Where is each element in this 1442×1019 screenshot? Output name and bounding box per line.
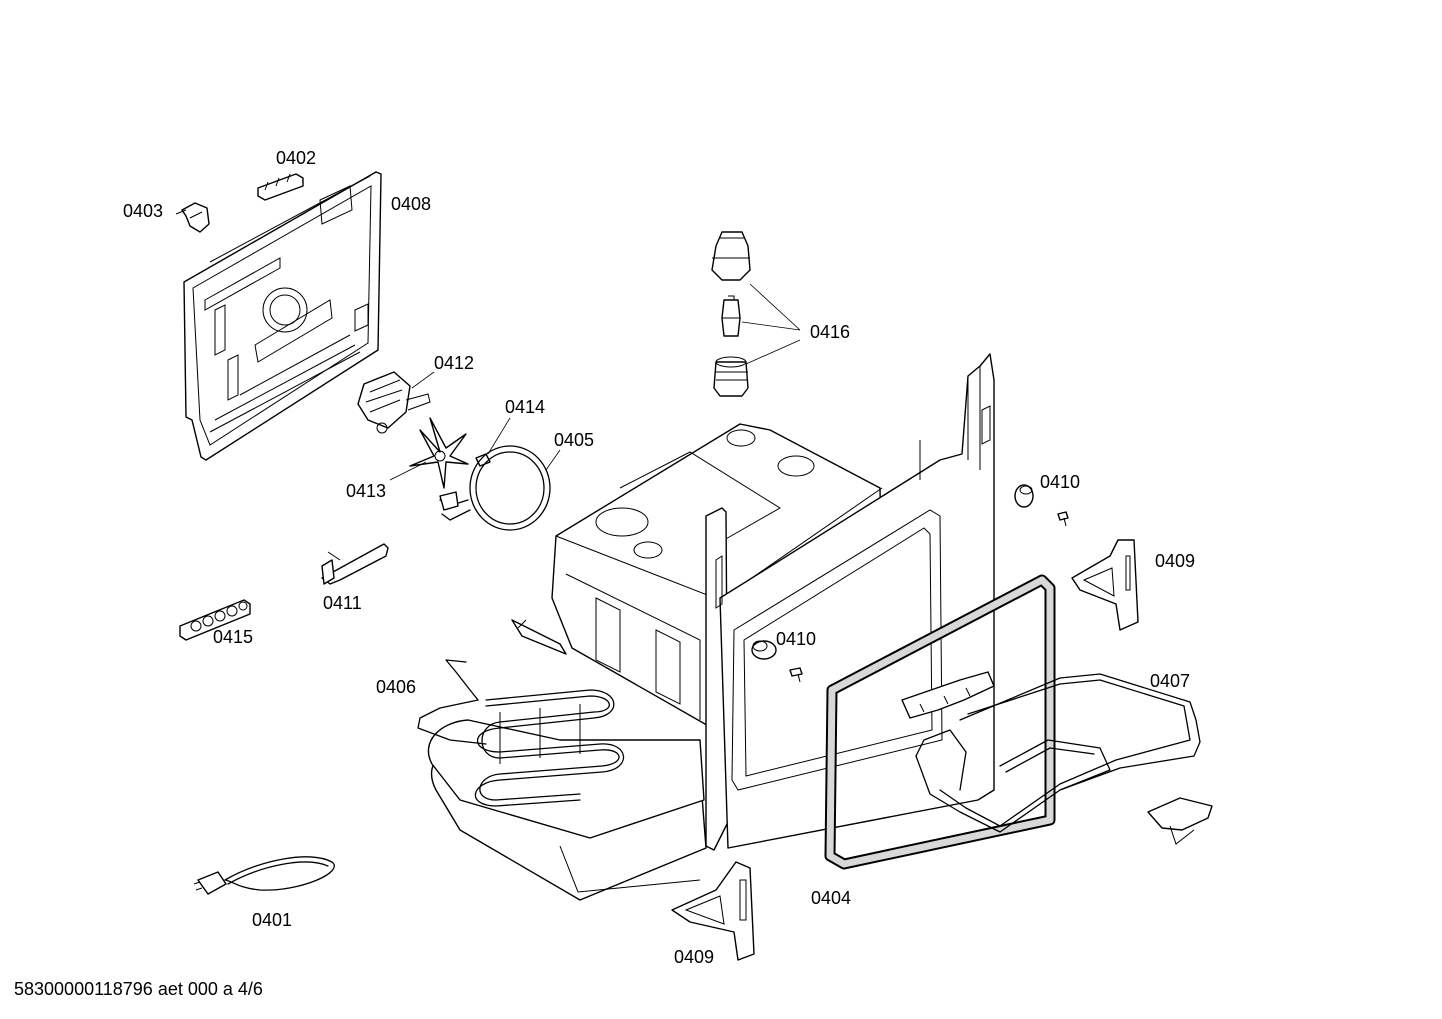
part-label-0410-right: 0410: [1040, 472, 1080, 492]
leader-lines: [389, 283, 801, 481]
part-label-0414: 0414: [505, 397, 545, 417]
lamp-glass-right-part[interactable]: [1014, 484, 1034, 508]
back-panel-part[interactable]: [183, 171, 382, 461]
drawing-reference-footer: 58300000118796 aet 000 a 4/6: [14, 979, 263, 999]
grill-clamp-part[interactable]: [1147, 797, 1213, 845]
clip-part[interactable]: [175, 202, 210, 233]
fan-motor-part[interactable]: [357, 371, 431, 434]
top-grill-part[interactable]: [901, 671, 1201, 833]
lamp-bulb-part[interactable]: [721, 295, 741, 337]
part-label-0415: 0415: [213, 627, 253, 647]
mounting-bracket-bottom-part[interactable]: [671, 861, 755, 961]
lamp-cap-part[interactable]: [711, 231, 751, 281]
part-label-0411: 0411: [323, 593, 362, 613]
bottom-heater-part[interactable]: [417, 659, 625, 807]
part-label-0406: 0406: [376, 677, 416, 697]
door-gasket-part[interactable]: [824, 574, 1056, 870]
screw-front-part[interactable]: [789, 667, 803, 683]
part-label-0409-bottom: 0409: [674, 947, 714, 967]
part-label-0401: 0401: [252, 910, 292, 930]
lamp-glass-front-part[interactable]: [751, 640, 777, 660]
fan-nut-part[interactable]: [475, 453, 491, 467]
power-cord-part[interactable]: [193, 856, 335, 895]
mounting-bracket-right-part[interactable]: [1071, 539, 1139, 631]
lamp-socket-part[interactable]: [713, 356, 749, 397]
fan-wheel-part[interactable]: [409, 417, 469, 489]
part-label-0412: 0412: [434, 353, 474, 373]
part-label-0407: 0407: [1150, 671, 1190, 691]
sensor-bracket-part[interactable]: [321, 543, 389, 585]
part-label-0403: 0403: [123, 201, 163, 221]
heater-bracket-part[interactable]: [511, 619, 567, 655]
part-label-0416: 0416: [810, 322, 850, 342]
part-label-0405: 0405: [554, 430, 594, 450]
part-label-0409-right: 0409: [1155, 551, 1195, 571]
screw-right-part[interactable]: [1057, 511, 1069, 527]
part-label-0402: 0402: [276, 148, 316, 168]
part-label-0410-front: 0410: [776, 629, 816, 649]
terminal-block-part[interactable]: [257, 173, 304, 201]
part-label-0408: 0408: [391, 194, 431, 214]
part-label-0413: 0413: [346, 481, 386, 501]
terminal-strip-part[interactable]: [179, 599, 251, 641]
circular-heater-part[interactable]: [439, 445, 551, 531]
part-label-0404: 0404: [811, 888, 851, 908]
